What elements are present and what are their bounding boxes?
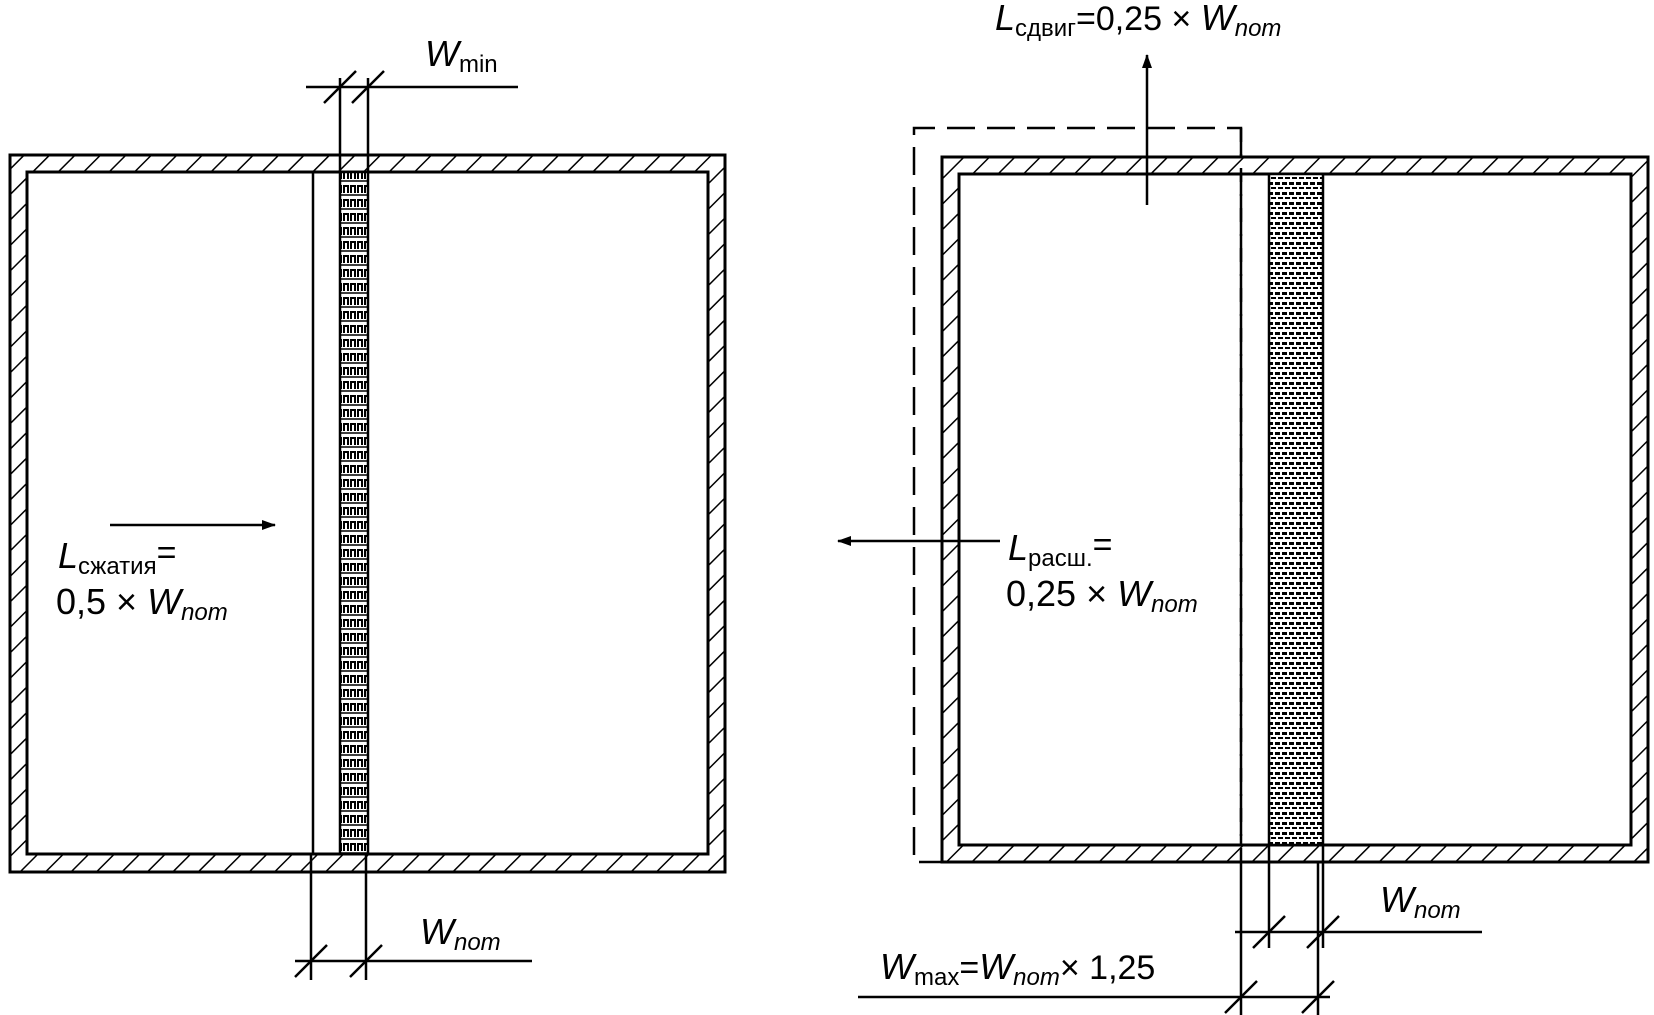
right-panel: Lсдвиг=0,25 × Wnom Lрасш.= 0,25 × Wnom W…: [837, 0, 1650, 1015]
right-joint-seal: [1267, 172, 1325, 847]
w-min-label: Wmin: [425, 33, 498, 78]
right-wall: [940, 155, 1650, 864]
left-joint-seal: [338, 170, 370, 856]
w-nom-dimension-right: [1235, 845, 1482, 949]
left-panel: Wmin Wnom Lсжатия= 0,5 × Wnom: [8, 33, 727, 980]
w-max-label: Wmax=Wnom× 1,25: [880, 946, 1155, 991]
w-nom-label-right: Wnom: [1380, 879, 1461, 924]
w-min-dimension: [306, 70, 518, 172]
right-displaced-outline: [912, 126, 1243, 864]
w-nom-label-left: Wnom: [420, 911, 501, 956]
w-nom-dimension-left: [294, 854, 532, 980]
left-wall: [8, 153, 727, 874]
compression-label-line1: Lсжатия=: [58, 534, 176, 580]
expansion-label-line1: Lрасш.=: [1008, 526, 1113, 572]
expansion-label-line2: 0,25 × Wnom: [1006, 573, 1198, 618]
compression-label-line2: 0,5 × Wnom: [56, 581, 228, 626]
w-max-dimension: [858, 862, 1335, 1015]
shift-label: Lсдвиг=0,25 × Wnom: [995, 0, 1281, 42]
